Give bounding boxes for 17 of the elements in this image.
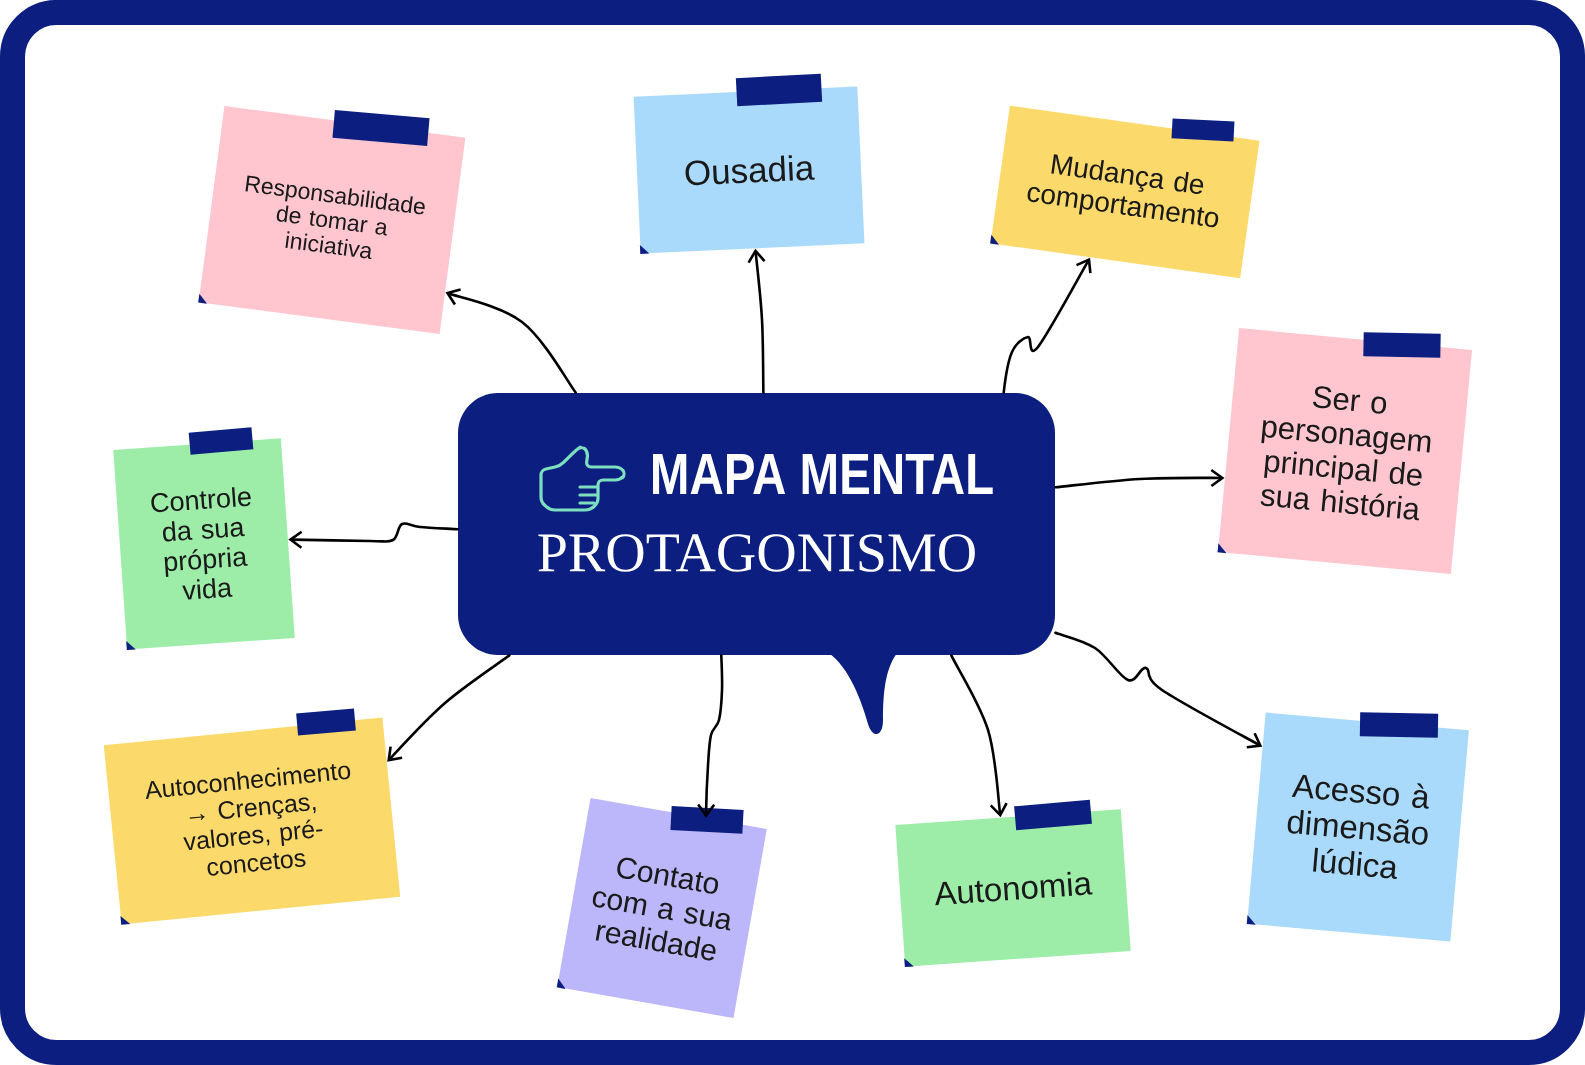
arrow — [387, 654, 511, 762]
arrow — [1054, 631, 1263, 749]
sticky-note: Contato com a sua realidade — [556, 797, 767, 1019]
arrow — [950, 654, 1008, 818]
arrow — [1054, 468, 1225, 489]
speech-bubble: MAPA MENTAL PROTAGONISMO — [458, 393, 1055, 734]
sticky-note: Mudança de comportamento — [990, 105, 1260, 279]
sticky-note: Controle da sua própria vida — [113, 438, 295, 651]
arrow — [747, 248, 766, 394]
sticky-note: Autoconhecimento → Crenças, valores, pré-concetos — [103, 717, 401, 925]
arrow — [1002, 257, 1092, 394]
arrow — [697, 654, 724, 818]
arrow — [445, 288, 577, 394]
sticky-note: Autonomia — [895, 809, 1131, 968]
sticky-note: Acesso à dimensão lúdica — [1246, 712, 1469, 942]
sticky-note: Ser o personagem principal de sua história — [1217, 328, 1473, 574]
arrow — [288, 522, 459, 549]
